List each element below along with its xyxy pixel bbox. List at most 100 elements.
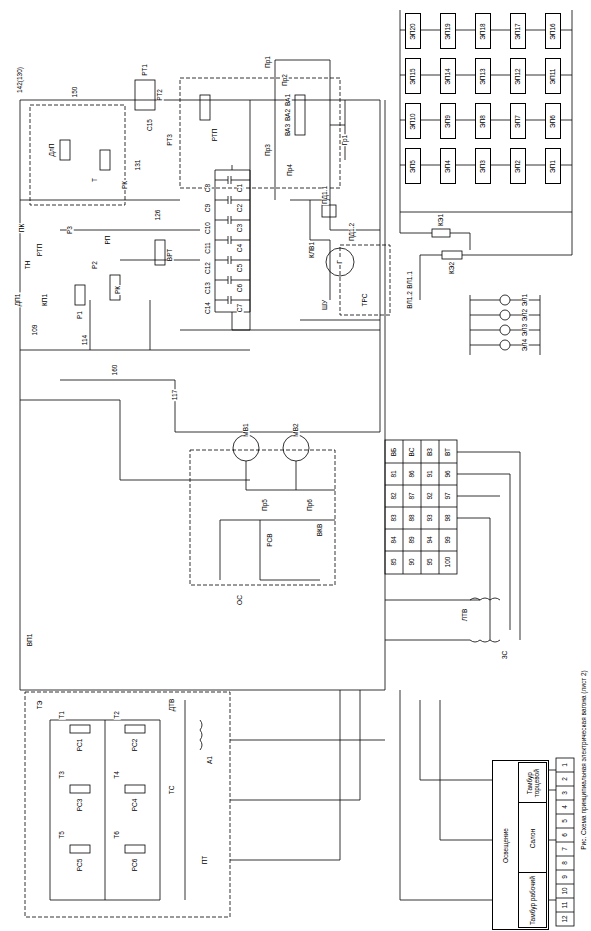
node-text: ЭП5 (409, 151, 416, 181)
component-label: КЭ1 (438, 213, 445, 227)
node-text: ЭП4 (444, 151, 451, 181)
component-label: ОС (237, 594, 244, 606)
component-label: С5 (237, 263, 244, 273)
component-label: ЭЛ2 (522, 308, 529, 322)
component-label: 89 (409, 535, 416, 544)
component-label: 85 (391, 557, 398, 566)
component-label: Пр2 (282, 73, 289, 87)
component-label: 96 (445, 469, 452, 478)
component-label: 82 (391, 491, 398, 500)
component-label: РП (105, 234, 112, 245)
component-label: 84 (391, 535, 398, 544)
relay-blocks (25, 78, 390, 917)
component-label: КЭ2 (449, 261, 456, 275)
component-label: Пр3 (265, 143, 272, 157)
node-text: ЭП3 (479, 151, 486, 181)
component-label: С11 (205, 241, 212, 254)
lamp-box: ЭП10 (405, 103, 421, 139)
component-label: Т4 (114, 770, 121, 780)
lamp-box: ЭП7 (510, 103, 526, 139)
component-label: Пр4 (287, 163, 294, 177)
node-text: ЭП9 (444, 106, 451, 136)
lamp-box: ЭП15 (405, 58, 421, 94)
component-label: 3 (562, 790, 569, 796)
component-label: 90 (409, 557, 416, 566)
component-label: Гр1 (342, 134, 349, 146)
component-label: ТС (169, 785, 176, 796)
wire-stroke (556, 884, 574, 885)
machines (220, 248, 354, 580)
component-label: Пр6 (307, 498, 314, 512)
component-label: А1 (207, 755, 214, 765)
lamp-box: ЭП8 (475, 103, 491, 139)
table-cell: Тамбур торцевой (518, 762, 547, 804)
component-label: РС2 (132, 738, 139, 753)
node-text: ЭП1 (549, 151, 556, 181)
node-text: ЭП17 (514, 16, 521, 46)
component-label: 83 (391, 513, 398, 522)
component-label: С14 (205, 301, 212, 315)
node-text: Освещение (502, 763, 509, 927)
lamp-bus (400, 10, 572, 300)
component-label: 2 (562, 776, 569, 782)
lamp-box: ЭП5 (405, 148, 421, 184)
relay-coils (60, 80, 336, 305)
lamp-box: ЭП18 (475, 13, 491, 49)
component-label: С13 (205, 281, 212, 295)
node-text: ЭП10 (409, 106, 416, 136)
wire-stroke (556, 856, 574, 857)
component-label: ТЭ (37, 700, 44, 711)
component-label: С12 (205, 261, 212, 275)
component-label: ТН (25, 260, 32, 271)
capacitor-bank (215, 165, 250, 330)
component-label: 150 (72, 86, 79, 99)
component-label: 94 (427, 535, 434, 544)
component-label: ПД1.1 (322, 185, 329, 205)
component-label: РС1 (77, 738, 84, 753)
component-label: ВП1 (27, 633, 34, 648)
table-cell: Тамбур рабочий (518, 872, 547, 928)
component-label: 12 (562, 914, 569, 923)
lamp-box: ЭП11 (545, 58, 561, 94)
component-label: 142(130) (17, 66, 24, 94)
component-label: МВ2 (293, 422, 300, 437)
component-label: 97 (445, 491, 452, 500)
lighting-table: ОсвещениеТамбур торцевойСалонТамбур рабо… (492, 760, 549, 930)
node-text: ЭП2 (514, 151, 521, 181)
lamp-box: ЭП1 (545, 148, 561, 184)
component-label: Р3 (67, 225, 74, 235)
component-label: КП1 (42, 293, 49, 307)
component-label: С2 (237, 203, 244, 213)
component-label: ВБ (391, 447, 398, 458)
component-label: РТП (37, 243, 44, 258)
lamp-box: ЭП2 (510, 148, 526, 184)
component-label: 131 (135, 159, 142, 172)
component-label: ЛТВ (462, 608, 469, 623)
caption: Рис. Схема принципиальная электрическая … (581, 670, 588, 850)
lamp-box: ЭП4 (440, 148, 456, 184)
component-label: 91 (427, 469, 434, 478)
component-label: Р2 (92, 260, 99, 270)
component-label: 1 (562, 762, 569, 768)
component-label: 114 (82, 334, 89, 346)
component-label: РТ3 (167, 133, 174, 147)
main-bus (20, 60, 385, 690)
component-label: ВА3 (285, 123, 292, 137)
component-label: РК (115, 285, 122, 295)
component-label: 5 (562, 818, 569, 824)
component-label: ДлП (49, 143, 56, 158)
wire-stroke (556, 786, 574, 787)
component-label: Т6 (114, 830, 121, 840)
lamp-box: ЭП3 (475, 148, 491, 184)
node-text: ЭП6 (549, 106, 556, 136)
component-label: ШУ (322, 299, 329, 311)
component-label: Т5 (59, 830, 66, 840)
component-label: 81 (391, 469, 398, 478)
component-label: 10 (562, 886, 569, 895)
component-label: ВРТ (167, 248, 174, 262)
component-label: 88 (409, 513, 416, 522)
component-label: 93 (427, 513, 434, 522)
wire-stroke (215, 216, 250, 224)
component-label: МВ1 (243, 422, 250, 437)
